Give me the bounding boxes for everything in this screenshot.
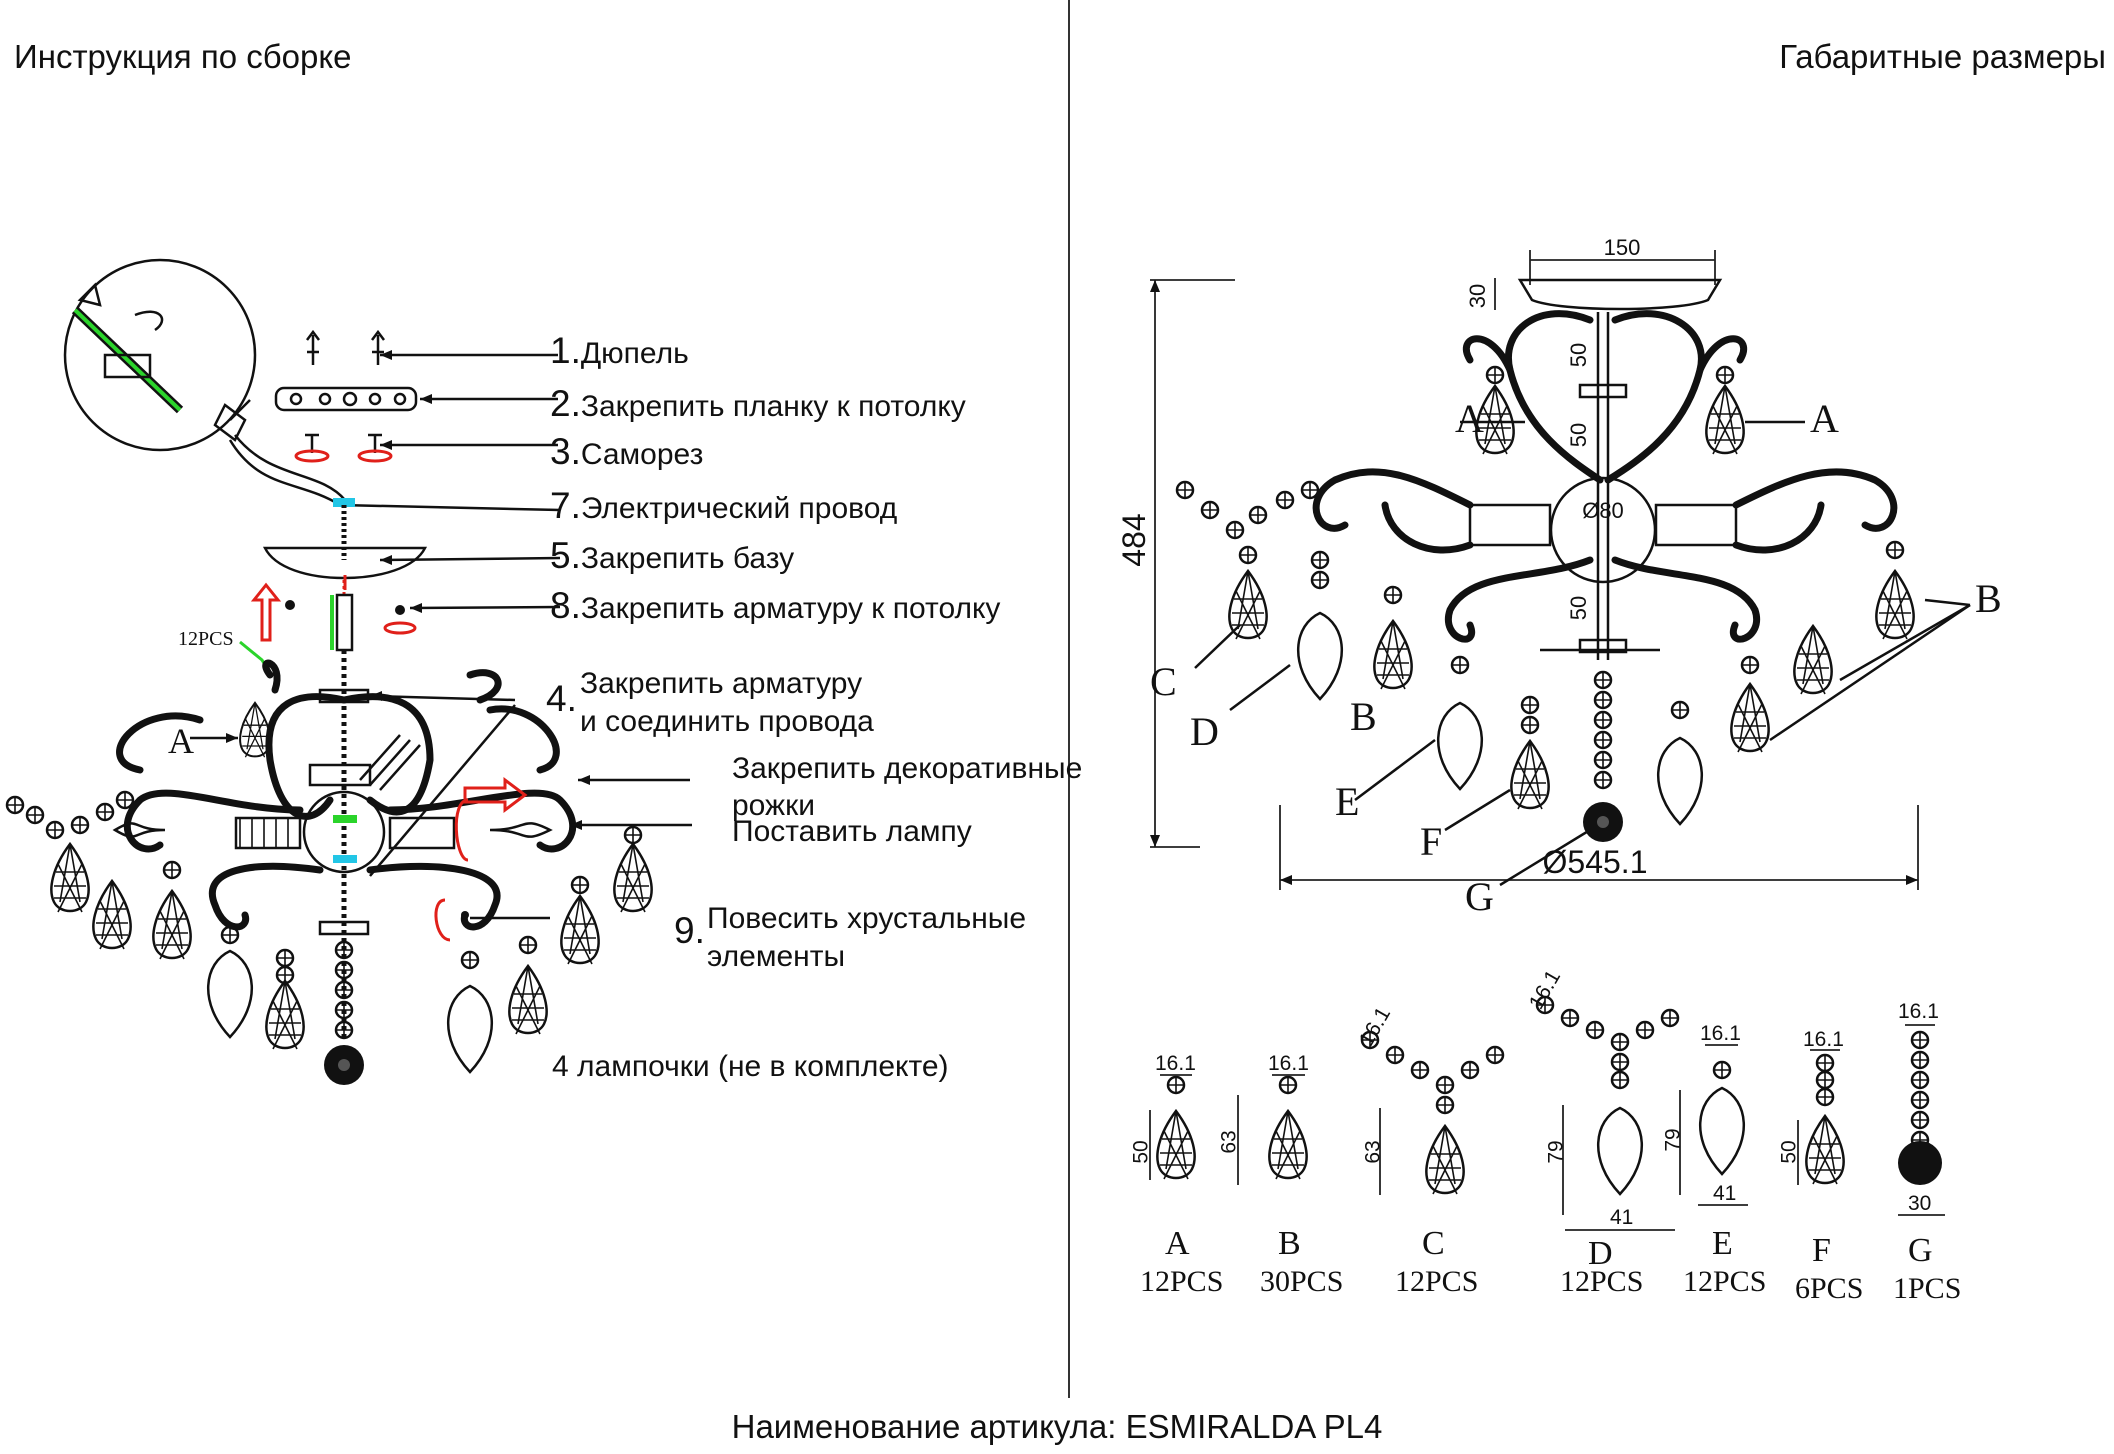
arrow-up-icon (250, 582, 282, 642)
part-f-letter: F (1812, 1232, 1831, 1269)
dim-seg1: 50 (1566, 343, 1591, 367)
crystals-line2: элементы (707, 940, 846, 973)
dowel-icon (371, 329, 385, 365)
canopy-icon (262, 546, 428, 580)
part-e-height: 79 (1661, 1128, 1685, 1152)
part-d-count: 12PCS (1560, 1265, 1644, 1298)
part-f-count: 6PCS (1795, 1272, 1864, 1305)
right-title: Габаритные размеры (1779, 38, 2106, 75)
part-c-letter: C (1422, 1225, 1445, 1262)
part-c-count: 12PCS (1395, 1265, 1479, 1298)
part-f-width: 16.1 (1803, 1028, 1844, 1051)
part-a-height: 50 (1129, 1140, 1153, 1164)
label-d: D (1190, 709, 1219, 754)
part-e-bottom: 41 (1713, 1182, 1737, 1205)
dowel-icon (306, 329, 320, 365)
horns-note: Закрепить декоративные рожки (732, 750, 1082, 824)
crystals-line1: Повесить хрустальные (707, 902, 1027, 935)
label-f: F (1420, 819, 1442, 864)
dim-total-height: 484 (1116, 513, 1152, 566)
part-e-letter: E (1712, 1225, 1733, 1262)
part-f-height: 50 (1777, 1140, 1801, 1164)
part-b-height: 63 (1217, 1130, 1241, 1154)
part-e-count: 12PCS (1683, 1265, 1767, 1298)
step-number: 5. (550, 535, 581, 576)
step-number: 7. (550, 485, 581, 526)
pcs-callout: 12PCS (178, 628, 234, 650)
step-number: 8. (550, 585, 581, 626)
wiring-detail-circle (63, 258, 257, 452)
step-1: 1.Дюпель (550, 330, 689, 372)
step-8: 8.Закрепить арматуру к потолку (550, 585, 1000, 627)
step-text: Закрепить планку к потолку (580, 390, 966, 423)
step-4-line1: Закрепить арматуру (580, 667, 863, 700)
part-e-width: 16.1 (1700, 1022, 1741, 1045)
label-c: C (1150, 659, 1177, 704)
label-a-right: A (1810, 396, 1839, 441)
step-9-number: 9. (674, 910, 705, 951)
step-text: Закрепить базу (580, 542, 795, 575)
label-b-right: B (1975, 576, 2002, 621)
product-name-footer: Наименование артикула: ESMIRALDA PL4 (731, 1408, 1383, 1445)
part-b-letter: B (1278, 1225, 1301, 1262)
part-a-width: 16.1 (1155, 1052, 1196, 1075)
dim-overall-diameter: Ø545.1 (1543, 844, 1648, 880)
part-g-count: 1PCS (1893, 1272, 1962, 1305)
dim-sphere: Ø80 (1582, 498, 1624, 523)
step-text: Саморез (580, 438, 704, 471)
part-c-height: 63 (1361, 1140, 1385, 1164)
step-4-text: Закрепить арматуру и соединить провода (580, 665, 874, 741)
crystals-note: Повесить хрустальные элементы (707, 900, 1026, 976)
horns-line2: рожки (732, 789, 815, 822)
part-a-letter: A (1165, 1225, 1190, 1262)
step-number: 3. (550, 431, 581, 472)
dim-seg2: 50 (1566, 423, 1591, 447)
step-text: Электрический провод (580, 492, 898, 525)
step-3: 3.Саморез (550, 431, 703, 473)
label-e: E (1335, 779, 1359, 824)
step-5: 5.Закрепить базу (550, 535, 794, 577)
bulbs-note: 4 лампочки (не в комплекте) (552, 1050, 949, 1083)
label-a-assembly: A (168, 721, 194, 761)
label-g: G (1465, 874, 1494, 919)
step-text: Закрепить арматуру к потолку (580, 592, 1001, 625)
label-b-center: B (1350, 694, 1377, 739)
parts-diagrams (1149, 995, 1945, 1231)
part-g-width: 16.1 (1898, 1000, 1939, 1023)
dim-seg3: 50 (1566, 596, 1591, 620)
part-a-count: 12PCS (1140, 1265, 1224, 1298)
step-number: 1. (550, 330, 581, 371)
lamp-note: Поставить лампу (732, 815, 972, 848)
dimension-diagram: 150 30 484 Ø545.1 50 50 50 Ø80 (1116, 235, 2002, 919)
step-text: Дюпель (580, 337, 689, 370)
dim-base-height: 30 (1465, 284, 1490, 308)
step-7: 7.Электрический провод (550, 485, 897, 527)
part-d-height: 79 (1544, 1140, 1568, 1164)
mounting-plate-icon (274, 386, 418, 412)
step-4-line2: и соединить провода (580, 705, 874, 738)
part-g-bottom: 30 (1908, 1192, 1932, 1215)
horns-line1: Закрепить декоративные (732, 752, 1083, 785)
step-number: 2. (550, 383, 581, 424)
left-title: Инструкция по сборке (14, 38, 352, 75)
dim-top-width: 150 (1604, 235, 1641, 260)
label-a-left: A (1455, 396, 1484, 441)
step-4-number: 4. (546, 678, 577, 719)
assembly-diagram (5, 258, 692, 1085)
part-d-bottom: 41 (1610, 1206, 1634, 1229)
part-b-count: 30PCS (1260, 1265, 1344, 1298)
step-2: 2.Закрепить планку к потолку (550, 383, 966, 425)
part-d-letter: D (1588, 1235, 1613, 1272)
part-b-width: 16.1 (1268, 1052, 1309, 1075)
part-g-letter: G (1908, 1232, 1933, 1269)
